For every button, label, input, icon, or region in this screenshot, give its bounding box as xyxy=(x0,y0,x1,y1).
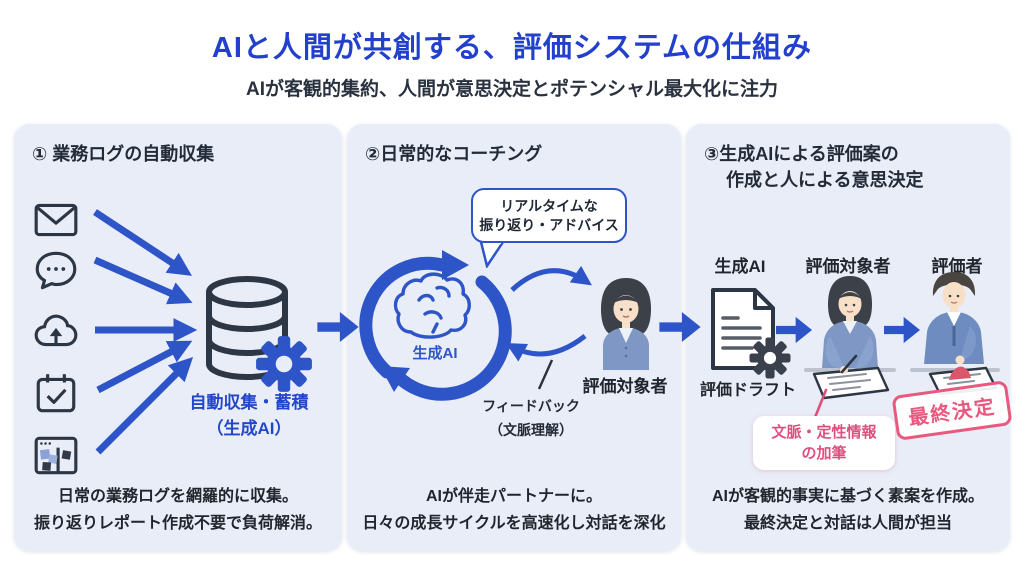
hub-label-line2: （生成AI） xyxy=(206,419,292,438)
person-subject-icon xyxy=(601,278,651,370)
arrow-panel1-to-panel2 xyxy=(317,312,359,342)
page-subtitle: AIが客観的集約、人間が意思決定とポテンシャル最大化に注力 xyxy=(245,79,778,100)
panel1-heading: ① 業務ログの自動収集 xyxy=(32,144,215,164)
calendar-check-icon xyxy=(32,370,80,418)
col-label-subject: 評価対象者 xyxy=(805,257,891,276)
arrow-panel2-to-panel3 xyxy=(659,312,701,342)
panel3-caption: AIが客観的事実に基づく素案を作成。 最終決定と対話は人間が担当 xyxy=(711,488,984,532)
hub-label-line1: 自動収集・蓄積 xyxy=(189,393,309,412)
exchange-arrows xyxy=(505,265,592,390)
brain-icon xyxy=(393,272,471,339)
gear-icon xyxy=(256,336,312,392)
panel2-heading: ②日常的なコーチング xyxy=(365,144,543,164)
panel3-heading-line2: 作成と人による意思決定 xyxy=(726,170,924,190)
panel-evaluation-decision: ③生成AIによる評価案の 作成と人による意思決定 生成AI 評価対象者 評価者 xyxy=(686,124,1013,551)
realtime-advice-bubble: リアルタイムな 振り返り・アドバイス xyxy=(471,188,627,243)
chat-icon xyxy=(32,246,80,294)
col-label-evaluator: 評価者 xyxy=(931,257,983,276)
doc-label: 評価ドラフト xyxy=(699,382,796,399)
panel3-heading-line1: ③生成AIによる評価案の xyxy=(704,144,899,164)
panel-daily-coaching: ②日常的なコーチング 生成AI リアルタイムな 振り返り xyxy=(347,124,681,551)
mail-icon xyxy=(32,196,80,244)
panel1-caption: 日常の業務ログを網羅的に収集。 振り返りレポート作成不要で負荷解消。 xyxy=(33,488,322,532)
page-title: AIと人間が共創する、評価システムの仕組み xyxy=(211,32,813,64)
converging-arrows xyxy=(93,209,198,455)
kanban-board-icon xyxy=(32,432,80,480)
hub-label: 自動収集・蓄積 （生成AI） xyxy=(134,390,364,442)
feedback-label: フィードバック （文脈理解） xyxy=(482,398,580,438)
pink-note: 文脈・定性情報 の加筆 xyxy=(753,416,895,470)
ai-cycle-icon xyxy=(359,250,512,401)
panel2-caption: AIが伴走パートナーに。 日々の成長サイクルを高速化し対話を深化 xyxy=(362,488,666,532)
cloud-upload-icon xyxy=(32,308,80,356)
cycle-label: 生成AI xyxy=(412,345,458,362)
col-label-ai: 生成AI xyxy=(714,257,766,276)
pink-connector-line xyxy=(812,388,828,422)
person-writing-icon xyxy=(812,276,890,400)
bubble-tail xyxy=(479,240,505,268)
arrow-subject-to-evaluator xyxy=(884,316,920,344)
document-gear-icon xyxy=(749,337,791,379)
subject-label: 評価対象者 xyxy=(582,377,668,396)
arrow-doc-to-subject xyxy=(776,316,812,344)
panel-log-collection: ① 業務ログの自動収集 xyxy=(14,124,342,551)
